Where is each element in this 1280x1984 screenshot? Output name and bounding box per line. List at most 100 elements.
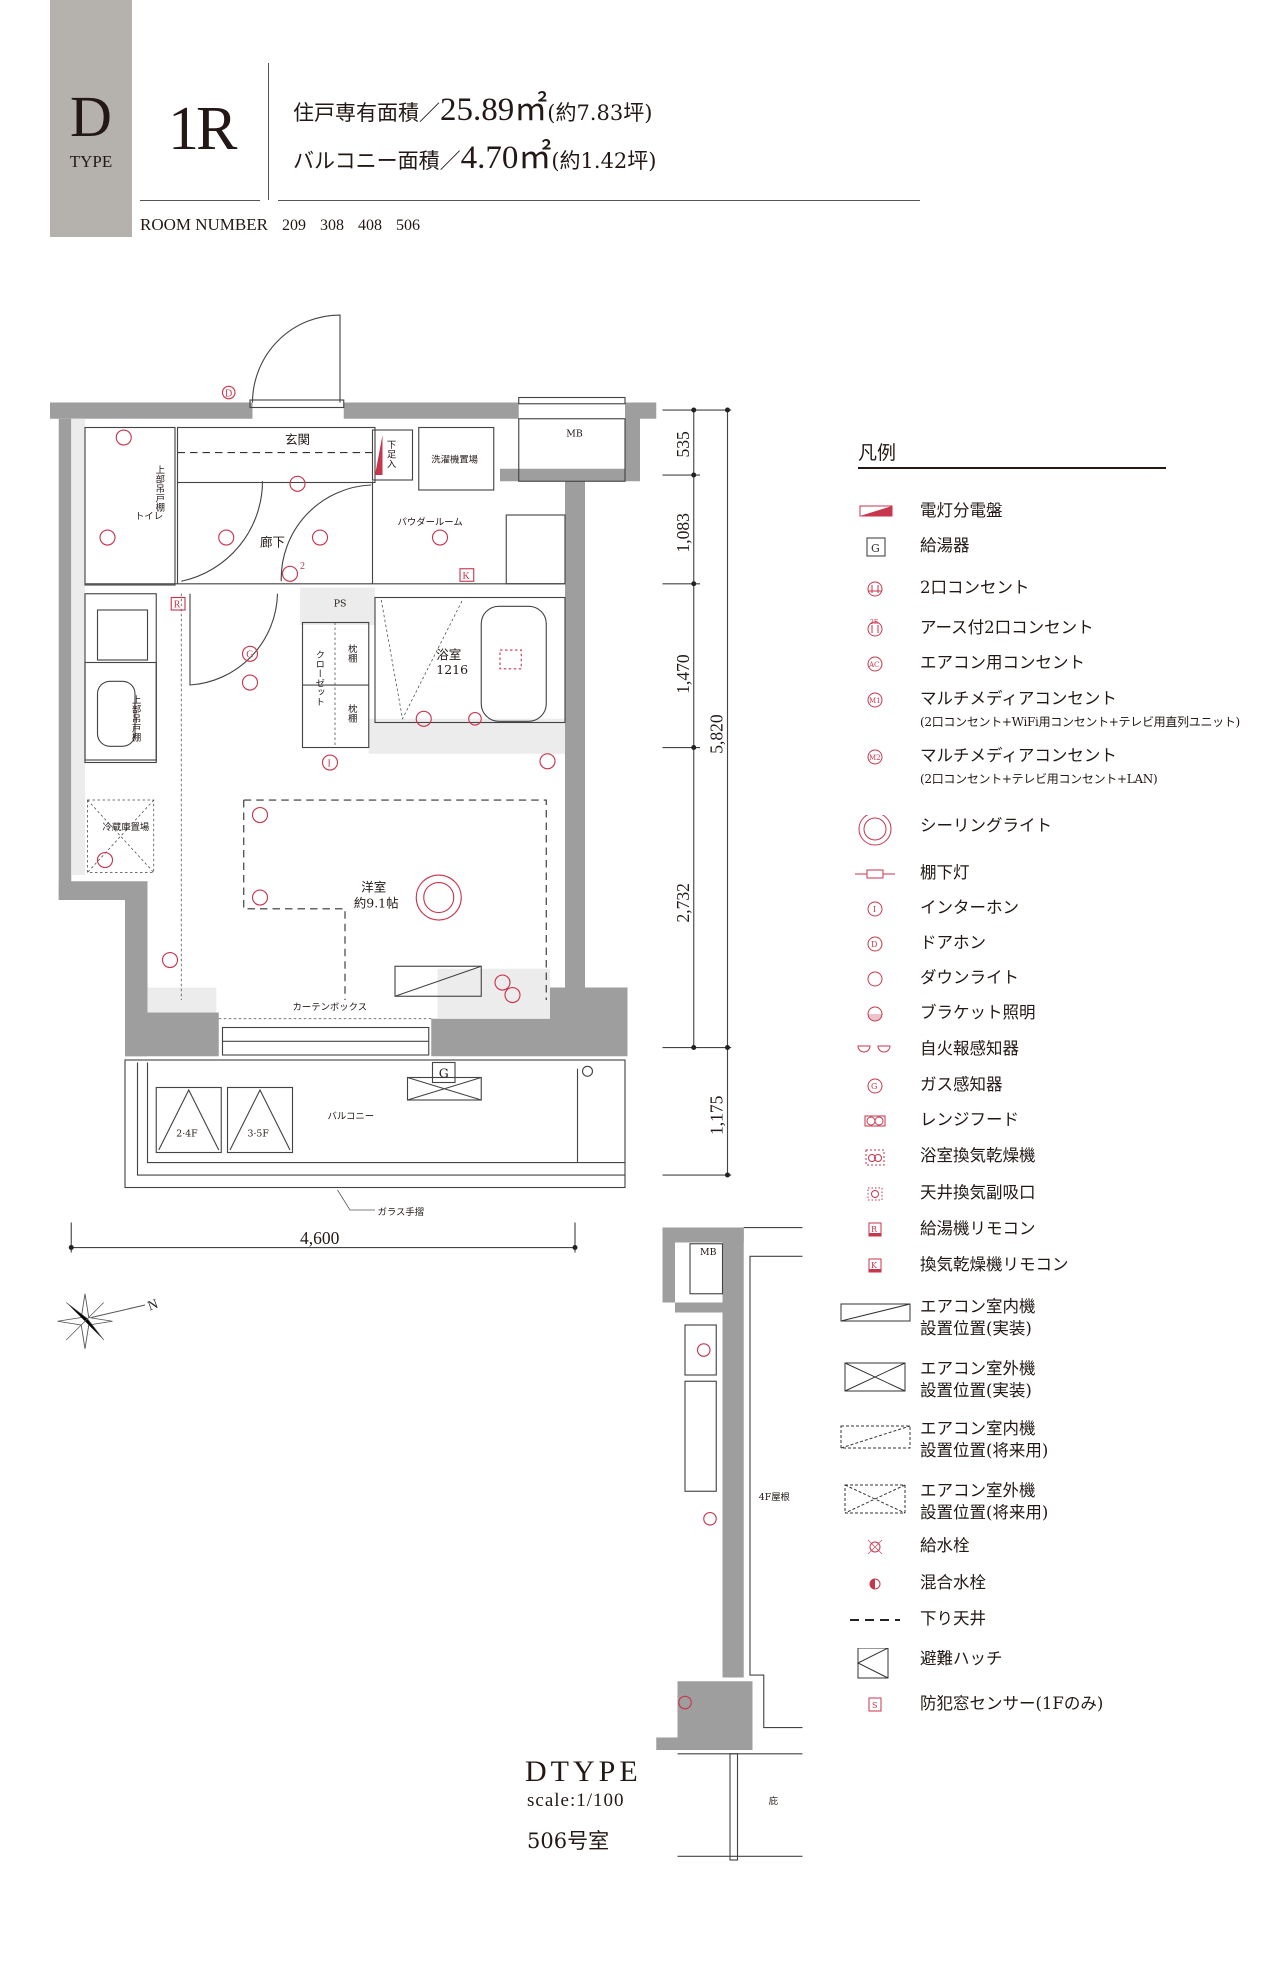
- footer-scale: scale:1/100: [527, 1790, 625, 1811]
- label-glass-rail: ガラス手摺: [378, 1206, 425, 1218]
- legend-text: 自火報感知器: [920, 1039, 1019, 1058]
- multimedia-m1-icon: M1: [867, 692, 883, 708]
- legend-item: 避難ハッチ: [840, 1648, 1260, 1679]
- legend-label: 棚下灯: [920, 862, 1260, 884]
- legend-item: G 給湯器: [840, 535, 1260, 565]
- label-toilet: トイレ: [135, 511, 163, 522]
- legend-text: エアコン用コンセント: [920, 653, 1085, 672]
- header-divider: [268, 63, 269, 200]
- escape-hatch: [226, 1086, 294, 1154]
- water-tap-icon: [867, 1539, 883, 1555]
- room-labels: 玄関 下足入 洗濯機置場 MB トイレ 上部吊戸棚 廊下 パウダールーム PS …: [103, 428, 583, 1218]
- legend-label: 換気乾燥機リモコン: [920, 1254, 1260, 1276]
- legend-sublabel: (2口コンセント+WiFi用コンセント+テレビ用直列ユニット): [920, 715, 1240, 729]
- legend-text: 避難ハッチ: [920, 1649, 1003, 1668]
- private-area: 住戸専有面積／25.89㎡(約7.83坪): [293, 82, 652, 130]
- legend-label: 下り天井: [920, 1608, 1260, 1630]
- bracket-light-icon: [867, 1006, 883, 1022]
- legend-label: エアコン室外機設置位置(将来用): [920, 1480, 1260, 1524]
- legend-text: 下り天井: [920, 1609, 986, 1628]
- legend-item: K 換気乾燥機リモコン: [840, 1254, 1260, 1284]
- legend-item: ブラケット照明: [840, 1002, 1260, 1032]
- escape-hatch-icon: [856, 1648, 889, 1679]
- ceiling-light: [415, 874, 462, 921]
- label-upper-cabinet: 上部吊戸棚: [153, 465, 165, 513]
- legend-text: ダウンライト: [920, 968, 1019, 987]
- label-mb: MB: [566, 428, 583, 439]
- legend-label: インターホン: [920, 897, 1260, 919]
- legend-item: エアコン室外機設置位置(実装): [840, 1358, 1260, 1400]
- legend-label: ブラケット照明: [920, 1002, 1260, 1024]
- svg-text:I: I: [873, 905, 876, 914]
- balcony-area-value: 4.70㎡: [460, 140, 552, 176]
- svg-text:G: G: [246, 650, 253, 661]
- ac-outdoor-unit: [406, 1076, 482, 1101]
- balcony-area: バルコニー面積／4.70㎡(約1.42坪): [293, 130, 657, 178]
- outlet-2-icon: [867, 581, 883, 597]
- legend-item: 自火報感知器: [840, 1038, 1260, 1068]
- svg-text:2E: 2E: [870, 619, 878, 626]
- walls: [50, 402, 657, 1057]
- legend-label: 混合水栓: [920, 1572, 1260, 1594]
- legend-item: シーリングライト: [840, 815, 1260, 846]
- legend-text: 換気乾燥機リモコン: [920, 1255, 1069, 1274]
- private-area-tsubo: (約7.83坪): [547, 101, 653, 125]
- downlight-icon: [867, 971, 883, 987]
- label-closet: クローゼット: [313, 650, 325, 706]
- water-heater: [431, 1061, 456, 1084]
- label-hatch-1: 2·4F: [176, 1128, 198, 1139]
- layout-type: 1R: [168, 95, 237, 163]
- svg-text:K: K: [871, 1261, 878, 1270]
- legend-text: マルチメディアコンセント: [920, 746, 1117, 765]
- room-number-label: ROOM NUMBER: [140, 215, 268, 234]
- dim-2732: 2,732: [673, 883, 693, 922]
- header-rule-right: [278, 200, 920, 201]
- heater-remote-icon: R: [868, 1222, 882, 1237]
- range-hood-icon: [864, 1115, 886, 1127]
- svg-text:M2: M2: [869, 754, 881, 762]
- legend-text: マルチメディアコンセント: [920, 689, 1117, 708]
- label-balcony: バルコニー: [328, 1111, 375, 1122]
- mb-window: [518, 396, 626, 405]
- label-western-room: 洋室: [361, 879, 386, 894]
- legend-label: 2口コンセント: [920, 577, 1260, 599]
- label-shoe-box: 下足入: [385, 440, 397, 468]
- dim-1083: 1,083: [673, 513, 693, 553]
- legend-item: 下り天井: [840, 1608, 1260, 1638]
- door-phone-icon: D: [867, 936, 883, 952]
- multimedia-m2-icon: M2: [867, 749, 883, 765]
- label-laundry: 洗濯機置場: [431, 454, 478, 466]
- legend-item: 2E アース付2口コンセント: [840, 617, 1260, 647]
- legend-sublabel: 設置位置(将来用): [920, 1503, 1049, 1522]
- svg-text:D: D: [871, 940, 877, 949]
- legend-label: マルチメディアコンセント (2口コンセント+WiFi用コンセント+テレビ用直列ユニ…: [920, 688, 1260, 733]
- type-letter: D: [70, 84, 112, 149]
- svg-text:I: I: [328, 758, 331, 769]
- label-bath: 浴室: [436, 647, 461, 662]
- svg-text:G: G: [871, 542, 880, 555]
- legend-label: レンジフード: [920, 1109, 1260, 1131]
- legend-label: アース付2口コンセント: [920, 617, 1260, 639]
- under-shelf-light-icon: [855, 869, 895, 879]
- legend-label: エアコン室内機設置位置(実装): [920, 1296, 1260, 1340]
- svg-text:S: S: [872, 1701, 877, 1710]
- label-ps: PS: [334, 598, 347, 609]
- svg-text:M1: M1: [869, 697, 881, 705]
- dim-balcony: 1,175: [707, 1095, 727, 1135]
- legend-label: 防犯窓センサー(1Fのみ): [920, 1693, 1260, 1715]
- label-hatch-2: 3·5F: [248, 1128, 270, 1139]
- svg-text:K: K: [463, 571, 471, 582]
- legend-item: S 防犯窓センサー(1Fのみ): [840, 1693, 1260, 1723]
- dim-width: 4,600: [300, 1228, 340, 1248]
- label-corridor: 廊下: [260, 534, 285, 549]
- label-heater: G: [439, 1066, 449, 1081]
- entrance-door: [249, 314, 345, 409]
- label-western-room-size: 約9.1帖: [354, 896, 399, 911]
- legend-text: 給湯器: [920, 536, 970, 555]
- legend-item: 電灯分電盤: [840, 500, 1260, 530]
- legend-label: マルチメディアコンセント(2口コンセント+テレビ用コンセント+LAN): [920, 745, 1260, 790]
